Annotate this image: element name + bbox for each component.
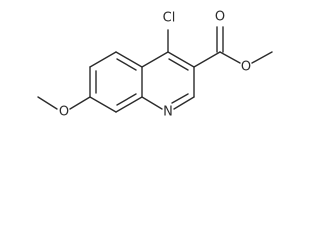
chemical-structure-diagram: Cl N O O O <box>37 10 273 120</box>
bond-c4a-c5 <box>115 51 143 68</box>
bond-c7-methoxy-o <box>69 96 91 110</box>
bond-methoxy-o-methyl <box>37 96 58 110</box>
chloro-group: Cl <box>163 11 176 53</box>
bond-c3-carbonyl-c <box>193 51 221 68</box>
pyridine-ring <box>141 51 195 110</box>
bond-c4-c3-inner <box>168 58 189 71</box>
bond-c4-c3 <box>167 51 195 68</box>
bond-c4-c4a <box>141 51 169 68</box>
nitrogen-atom-label: N <box>163 105 173 120</box>
bond-c2-n1-inner <box>171 93 189 104</box>
methoxy-group: O <box>37 96 91 120</box>
methyl-ester-group: O O <box>193 10 273 75</box>
bond-c5-c6 <box>89 51 117 68</box>
ester-oxygen-label: O <box>241 60 251 75</box>
carbonyl-oxygen-label: O <box>215 10 225 25</box>
bond-c8-c8a-inner <box>116 93 137 106</box>
bond-carbonyl-c-ester-o <box>219 51 241 64</box>
benzene-ring <box>89 51 143 113</box>
bond-c7-c8 <box>89 96 117 113</box>
chlorine-atom-label: Cl <box>163 11 176 26</box>
methoxy-oxygen-label: O <box>59 105 69 120</box>
bond-ester-o-methyl <box>251 51 273 64</box>
bond-c4a-c5-inner <box>116 58 137 71</box>
bond-c8-c8a <box>115 96 143 113</box>
bond-c2-n1 <box>173 96 195 110</box>
bond-n1-c8a <box>141 96 163 110</box>
